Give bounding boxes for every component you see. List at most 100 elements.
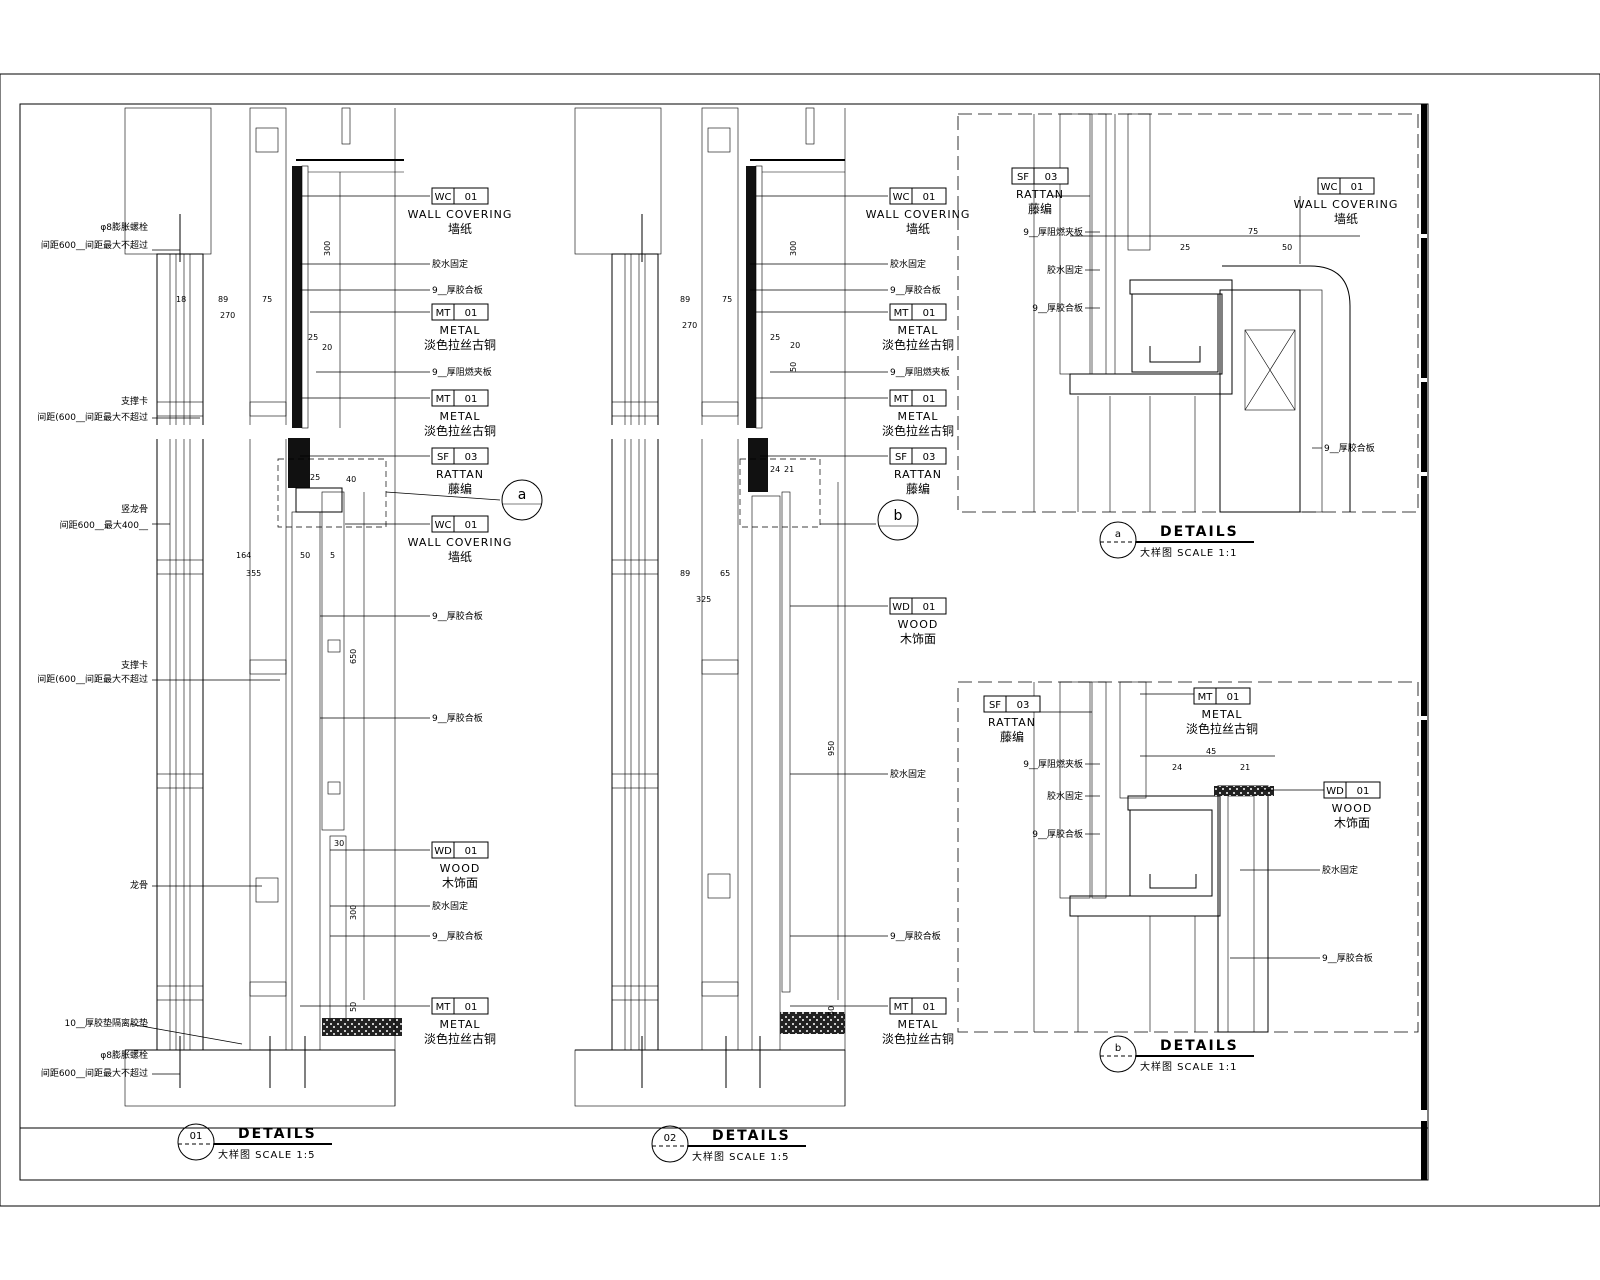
dim: 300: [323, 241, 332, 256]
note: 间距600__最大400__: [60, 519, 149, 531]
note: 胶水固定: [1047, 264, 1083, 276]
dim: 65: [720, 569, 730, 578]
tag-number: 01: [1227, 692, 1240, 703]
dim: 950: [827, 741, 836, 756]
tag-code: WC: [1321, 182, 1338, 193]
note: 9__厚胶合板: [1324, 442, 1375, 454]
tag-name: WALL COVERING: [408, 208, 513, 221]
note: 胶水固定: [890, 258, 926, 270]
tag-cn: 墙纸: [448, 550, 472, 564]
dim: 325: [696, 595, 711, 604]
tag-number: 01: [465, 846, 478, 857]
detail-title-b: b DETAILS 大样图 SCALE 1:1: [1099, 1035, 1254, 1073]
detail-subtitle: 大样图 SCALE 1:5: [218, 1148, 316, 1161]
detail-id: b: [1115, 1043, 1121, 1054]
tag-cn: 淡色拉丝古铜: [424, 337, 496, 352]
tag-name: WOOD: [440, 862, 481, 875]
note: 9__厚胶合板: [890, 930, 941, 942]
callout-a: a: [501, 479, 543, 521]
svg-text:a: a: [518, 487, 527, 503]
tag-number: 01: [465, 192, 478, 203]
dim: 18: [176, 295, 186, 304]
dimensions-02: 89 75 270 300 25 20 50 89 65 325 950 50 …: [680, 241, 836, 1016]
detail-subtitle: 大样图 SCALE 1:5: [692, 1150, 790, 1163]
section-drawing-02: [574, 107, 846, 1107]
left-notes-01: φ8膨胀螺栓 间距600__间距最大不超过 支撑卡 间距(600__间距最大不超…: [37, 221, 148, 1079]
tag-number: 03: [465, 452, 478, 463]
note: 支撑卡: [121, 395, 148, 407]
note: 间距(600__间距最大不超过: [37, 411, 148, 423]
tag-cn: 藤编: [1000, 729, 1024, 744]
dim: 20: [322, 343, 332, 352]
tag-code: SF: [989, 700, 1001, 711]
dim: 50: [827, 1006, 836, 1016]
note: 9__厚胶合板: [432, 610, 483, 622]
tag-code: SF: [437, 452, 449, 463]
dim: 270: [682, 321, 697, 330]
leader-lines: [129, 195, 1360, 1075]
tag-number: 03: [1017, 700, 1030, 711]
note: 9__厚胶合板: [1032, 828, 1083, 840]
note: 9__厚胶合板: [432, 284, 483, 296]
tag-code: MT: [1198, 692, 1214, 703]
tag-code: WC: [435, 192, 452, 203]
mid-notes-02: 胶水固定 9__厚胶合板 9__厚阻燃夹板 胶水固定 9__厚胶合板: [890, 258, 950, 942]
detail-title: DETAILS: [712, 1128, 791, 1144]
dim: 45: [1206, 747, 1216, 756]
dim: 50: [789, 362, 798, 372]
note: 胶水固定: [432, 900, 468, 912]
tag-cn: 藤编: [448, 481, 472, 496]
note: 9__厚阻燃夹板: [890, 366, 950, 378]
tag-cn: 木饰面: [1334, 816, 1370, 830]
tag-name: WALL COVERING: [1294, 198, 1399, 211]
dimensions-b: 45 24 21: [1172, 747, 1250, 772]
tag-cn: 墙纸: [906, 222, 930, 236]
dim: 50: [1282, 243, 1292, 252]
svg-text:b: b: [894, 508, 903, 524]
tag-cn: 木饰面: [900, 632, 936, 646]
dim: 89: [680, 295, 690, 304]
detail-title: DETAILS: [1160, 1038, 1239, 1054]
tag-name: METAL: [440, 324, 481, 337]
tag-code: MT: [894, 308, 910, 319]
tag-code: MT: [436, 394, 452, 405]
tag-number: 01: [465, 520, 478, 531]
tag-name: METAL: [1202, 708, 1243, 721]
tag-name: RATTAN: [1016, 188, 1064, 201]
tag-number: 01: [1357, 786, 1370, 797]
mid-notes-01: 胶水固定 9__厚胶合板 9__厚阻燃夹板 9__厚胶合板 9__厚胶合板 胶水…: [432, 258, 492, 942]
tag-name: WOOD: [898, 618, 939, 631]
detail-id: 02: [664, 1133, 677, 1144]
tag-number: 01: [923, 394, 936, 405]
dim: 355: [246, 569, 261, 578]
dim: 75: [722, 295, 732, 304]
tag-code: WD: [434, 846, 452, 857]
note: 间距600__间距最大不超过: [41, 239, 148, 251]
detail-subtitle: 大样图 SCALE 1:1: [1140, 1060, 1238, 1073]
dimensions-01: 89 75 270 300 25 20 164 355 50 5 650 30 …: [176, 241, 358, 1012]
dim: 30: [334, 839, 344, 848]
tag-name: RATTAN: [894, 468, 942, 481]
note: 9__厚胶合板: [432, 930, 483, 942]
dim: 24: [770, 465, 780, 474]
note: 9__厚胶合板: [432, 712, 483, 724]
callout-b: b: [877, 499, 919, 541]
dim: 21: [784, 465, 794, 474]
tag-number: 01: [923, 602, 936, 613]
dim: 25: [1180, 243, 1190, 252]
detail-a-notes: 9__厚阻燃夹板 胶水固定 9__厚胶合板 9__厚胶合板: [1023, 226, 1374, 454]
